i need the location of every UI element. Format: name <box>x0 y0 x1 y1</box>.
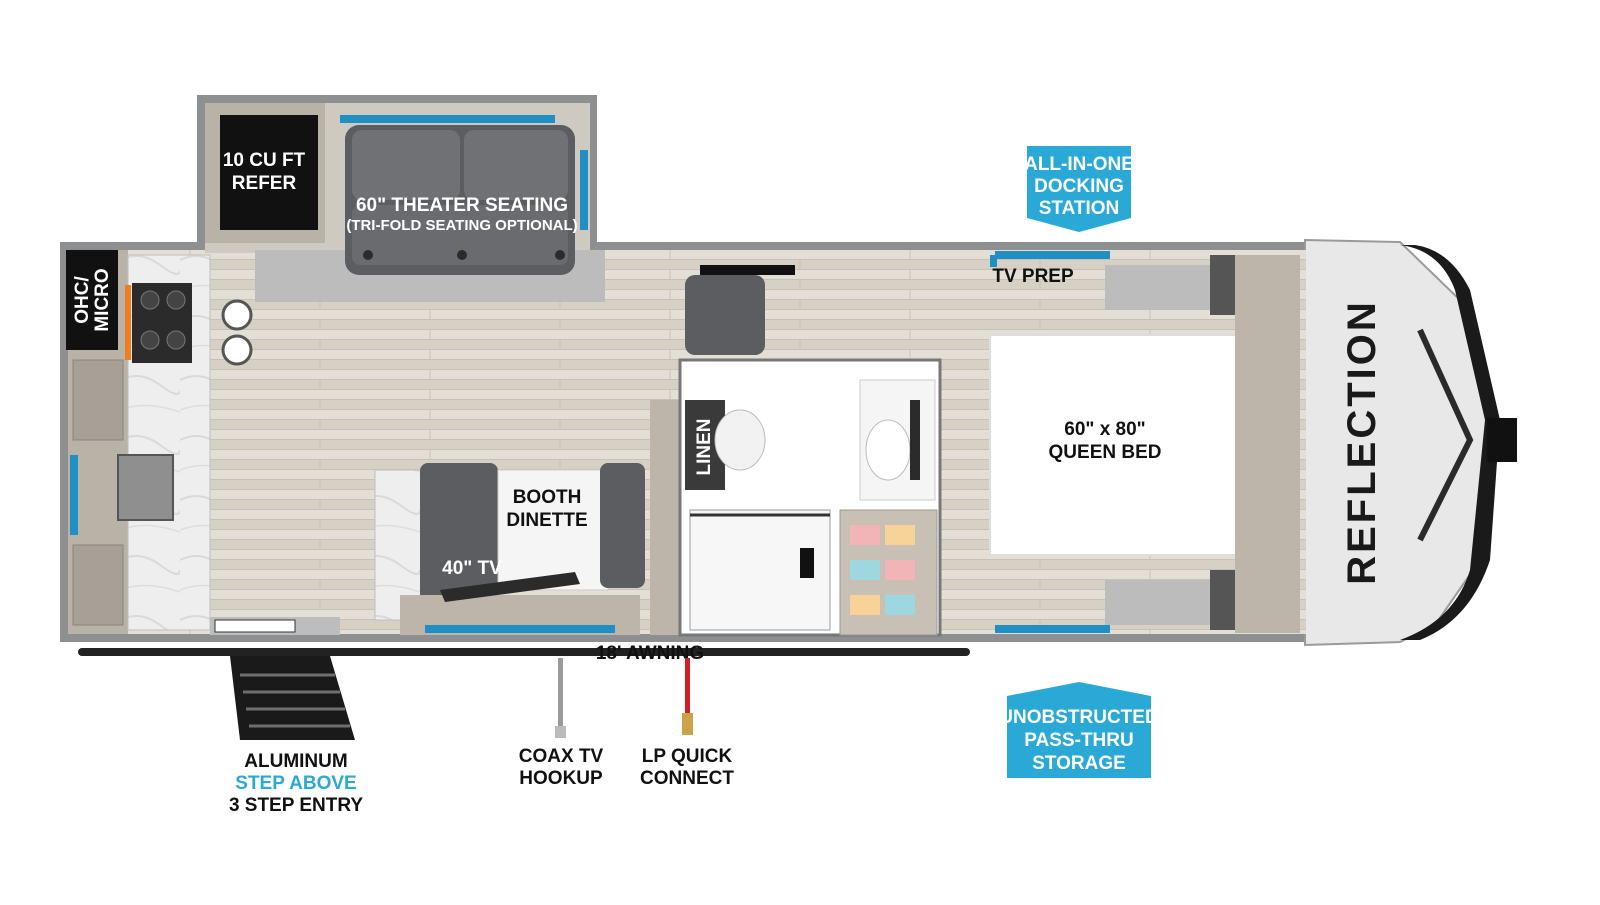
step-label-1: ALUMINUM <box>244 751 347 772</box>
bathroom: LINEN <box>650 358 942 637</box>
awning-label: 18' AWNING <box>596 643 704 664</box>
docking-line-3: STATION <box>1039 198 1120 219</box>
storage-line-3: STORAGE <box>1032 753 1126 774</box>
storage-line-1: UNOBSTRUCTED <box>999 707 1158 728</box>
ohc-label-2: MICRO <box>92 268 113 331</box>
callout-docking-station: ALL-IN-ONE DOCKING STATION <box>1024 146 1134 232</box>
entry-door <box>210 617 340 635</box>
refer-label-1: 10 CU FT <box>223 150 306 171</box>
recliner <box>685 265 795 355</box>
awning: 18' AWNING <box>78 643 970 664</box>
docking-line-1: ALL-IN-ONE <box>1024 154 1134 175</box>
refer-label-2: REFER <box>232 173 297 194</box>
step-label-3: 3 STEP ENTRY <box>229 795 363 816</box>
booth-dinette: BOOTH DINETTE 40" TV <box>374 463 645 635</box>
refrigerator: 10 CU FT REFER <box>205 103 325 243</box>
bedroom: TV PREP 60" x 80" QUEEN BED <box>989 251 1300 633</box>
tv40-label: 40" TV <box>442 558 502 579</box>
bed-label-1: 60" x 80" <box>1064 419 1145 440</box>
linen-label: LINEN <box>694 419 715 476</box>
brand-logo: REFLECTION <box>1340 299 1384 585</box>
lp-quick-connect: LP QUICK CONNECT <box>640 658 734 789</box>
step-label-2: STEP ABOVE <box>235 773 356 794</box>
rear-kitchen: OHC/ MICRO <box>66 250 253 634</box>
coax-label-2: HOOKUP <box>519 768 603 789</box>
lp-label-1: LP QUICK <box>642 746 733 767</box>
booth-label-1: BOOTH <box>513 487 582 508</box>
ohc-label-1: OHC/ <box>72 276 93 324</box>
docking-line-2: DOCKING <box>1034 176 1124 197</box>
entry-steps: ALUMINUM STEP ABOVE 3 STEP ENTRY <box>229 656 363 816</box>
bed-label-2: QUEEN BED <box>1049 442 1162 463</box>
coax-hookup: COAX TV HOOKUP <box>519 658 604 789</box>
storage-line-2: PASS-THRU <box>1024 730 1133 751</box>
tv-prep-label: TV PREP <box>992 266 1074 287</box>
callout-pass-thru-storage: UNOBSTRUCTED PASS-THRU STORAGE <box>999 682 1159 778</box>
theater-label-1: 60" THEATER SEATING <box>356 195 568 216</box>
lp-label-2: CONNECT <box>640 768 734 789</box>
theater-label-2: (TRI-FOLD SEATING OPTIONAL) <box>346 217 577 234</box>
booth-label-2: DINETTE <box>506 510 587 531</box>
coax-label-1: COAX TV <box>519 746 604 767</box>
theater-seating: 60" THEATER SEATING (TRI-FOLD SEATING OP… <box>340 115 588 275</box>
